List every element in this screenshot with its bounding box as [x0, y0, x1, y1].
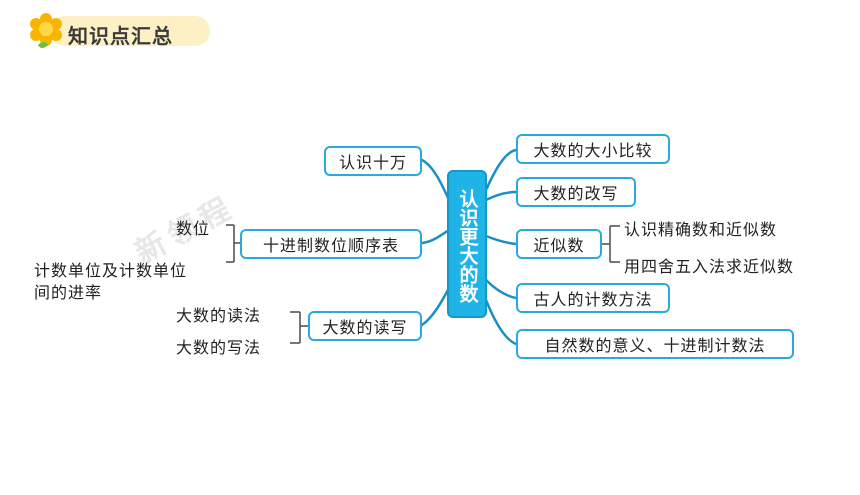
node-label: 近似数 — [533, 236, 585, 255]
node-label: 认识十万 — [338, 153, 407, 172]
leaf-digit-position: 数位 — [176, 219, 211, 238]
leaf-counting-unit: 计数单位及计数单位 — [34, 261, 188, 280]
leaf-rounding-method: 用四舍五入法求近似数 — [624, 257, 795, 276]
node-recognize-hundred-thousand: 认识十万 — [324, 146, 422, 176]
leaf-counting-unit-rate: 间的进率 — [34, 283, 103, 302]
center-topic-label: 认识更大的数 — [456, 189, 479, 303]
node-label: 大数的改写 — [533, 184, 619, 203]
leaf-writing-method: 大数的写法 — [176, 338, 262, 357]
node-label: 大数的读写 — [322, 318, 408, 337]
section-header: 知识点汇总 — [28, 11, 210, 51]
leaf-reading-method: 大数的读法 — [176, 306, 262, 325]
node-approximate-number: 近似数 — [516, 229, 602, 259]
node-rewrite-large-numbers: 大数的改写 — [516, 177, 636, 207]
node-ancient-counting: 古人的计数方法 — [516, 283, 670, 313]
node-compare-large-numbers: 大数的大小比较 — [516, 134, 670, 164]
leaf-exact-and-approximate: 认识精确数和近似数 — [624, 220, 778, 239]
header-pill — [50, 16, 210, 46]
node-place-value-table: 十进制数位顺序表 — [240, 229, 422, 259]
center-topic: 认识更大的数 — [447, 170, 487, 318]
node-label: 大数的大小比较 — [533, 141, 653, 160]
node-label: 古人的计数方法 — [533, 290, 653, 309]
node-label: 自然数的意义、十进制计数法 — [544, 336, 766, 355]
node-label: 十进制数位顺序表 — [262, 236, 399, 255]
flower-icon — [30, 13, 62, 48]
node-natural-numbers-decimal: 自然数的意义、十进制计数法 — [516, 329, 794, 359]
node-read-write-large-numbers: 大数的读写 — [308, 311, 422, 341]
page-title: 知识点汇总 — [68, 24, 173, 48]
